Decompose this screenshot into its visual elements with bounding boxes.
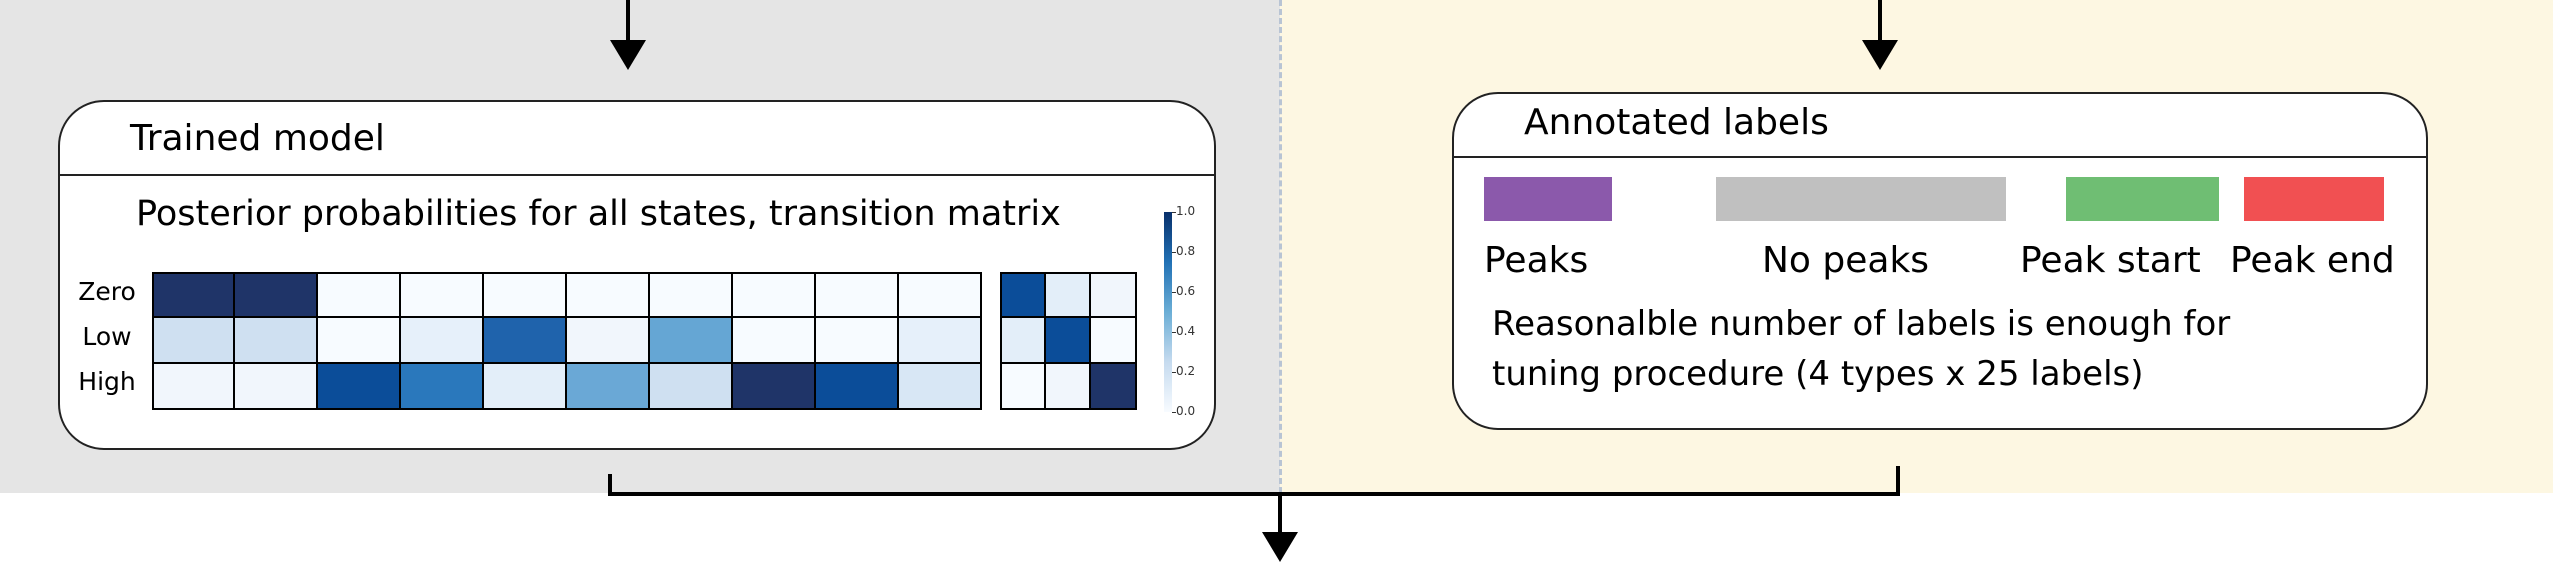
top-arrow-left-head	[610, 40, 646, 70]
posterior-subtitle: Posterior probabilities for all states, …	[136, 194, 1061, 234]
posterior-cell	[814, 272, 899, 318]
posterior-cell	[316, 272, 401, 318]
connector-right-drop	[1896, 466, 1900, 496]
posterior-cell	[731, 272, 816, 318]
posterior-cell	[731, 316, 816, 364]
annotated-labels-card: Annotated labels Peaks No peaks Peak sta…	[1452, 92, 2428, 430]
labels-note: Reasonalble number of labels is enough f…	[1492, 299, 2230, 399]
labels-note-line1: Reasonalble number of labels is enough f…	[1492, 304, 2231, 344]
labels-note-line2: tuning procedure (4 types x 25 labels)	[1492, 354, 2144, 394]
label-peak-start: Peak start	[2020, 240, 2201, 281]
colorbar-tickmark	[1172, 332, 1176, 333]
colorbar-tickmark	[1172, 212, 1176, 213]
swatch-no-peaks	[1716, 177, 2006, 221]
posterior-cell	[648, 316, 733, 364]
posterior-cell	[399, 316, 484, 364]
posterior-cell	[233, 316, 318, 364]
posterior-cell	[897, 362, 982, 410]
transition-cell	[1043, 362, 1092, 410]
posterior-cell	[565, 272, 650, 318]
posterior-cell	[648, 272, 733, 318]
transition-cell	[1089, 272, 1137, 318]
swatch-peak-start	[2066, 177, 2219, 221]
posterior-cell	[316, 316, 401, 364]
posterior-cell	[482, 272, 567, 318]
posterior-cell	[814, 316, 899, 364]
label-no-peaks: No peaks	[1762, 240, 1930, 281]
posterior-cell	[399, 272, 484, 318]
posterior-cell	[482, 316, 567, 364]
transition-cell	[1000, 362, 1046, 410]
colorbar-tickmark	[1172, 412, 1176, 413]
colorbar-tickmark	[1172, 372, 1176, 373]
transition-cell	[1000, 272, 1046, 318]
top-arrow-right-head	[1862, 40, 1898, 70]
colorbar-tick-label: 0.8	[1176, 244, 1196, 258]
posterior-cell	[897, 272, 982, 318]
colorbar-tick-label: 0.4	[1176, 324, 1196, 338]
posterior-cell	[152, 316, 235, 364]
posterior-cell	[316, 362, 401, 410]
transition-cell	[1089, 362, 1137, 410]
swatch-peaks	[1484, 177, 1612, 221]
transition-cell	[1000, 316, 1046, 364]
colorbar-tick-label: 0.0	[1176, 404, 1196, 418]
connector-left-drop	[608, 474, 612, 496]
transition-cell	[1043, 272, 1092, 318]
top-arrow-right-shaft	[1878, 0, 1882, 42]
posterior-cell	[233, 362, 318, 410]
colorbar-tickmark	[1172, 252, 1176, 253]
posterior-cell	[482, 362, 567, 410]
card-title-divider	[1454, 156, 2426, 158]
label-peaks: Peaks	[1484, 240, 1589, 281]
colorbar-tickmark	[1172, 292, 1176, 293]
colorbar-tick-label: 0.6	[1176, 284, 1196, 298]
posterior-cell	[152, 362, 235, 410]
posterior-cell	[814, 362, 899, 410]
bottom-arrow-shaft	[1278, 494, 1282, 534]
connector-horizontal	[608, 492, 1900, 496]
panel-divider	[1279, 0, 1282, 493]
colorbar-tick-label: 1.0	[1176, 204, 1196, 218]
colorbar	[1164, 212, 1172, 412]
posterior-cell	[897, 316, 982, 364]
transition-cell	[1089, 316, 1137, 364]
posterior-cell	[565, 362, 650, 410]
posterior-cell	[565, 316, 650, 364]
row-label-low: Low	[82, 322, 132, 351]
row-label-high: High	[78, 367, 136, 396]
posterior-cell	[399, 362, 484, 410]
card-title-divider	[60, 174, 1214, 176]
bottom-arrow-head	[1262, 532, 1298, 562]
row-label-zero: Zero	[78, 277, 136, 306]
transition-cell	[1043, 316, 1092, 364]
swatch-peak-end	[2244, 177, 2384, 221]
top-arrow-left-shaft	[626, 0, 630, 42]
trained-model-title: Trained model	[130, 118, 385, 159]
posterior-cell	[731, 362, 816, 410]
transition-matrix-heatmap	[1000, 272, 1137, 410]
colorbar-tick-label: 0.2	[1176, 364, 1196, 378]
posterior-cell	[233, 272, 318, 318]
trained-model-card: Trained model Posterior probabilities fo…	[58, 100, 1216, 450]
posterior-cell	[648, 362, 733, 410]
annotated-labels-title: Annotated labels	[1524, 102, 1829, 143]
posterior-heatmap	[152, 272, 982, 410]
posterior-cell	[152, 272, 235, 318]
label-peak-end: Peak end	[2230, 240, 2395, 281]
